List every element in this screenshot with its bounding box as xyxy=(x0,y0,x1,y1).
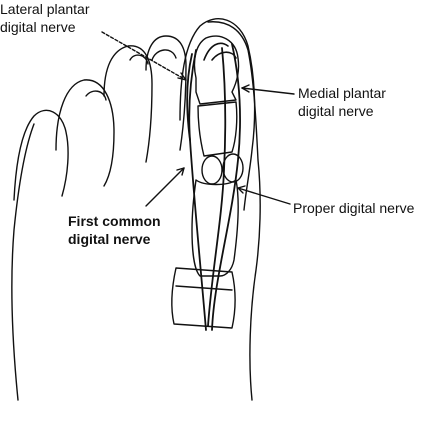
label-medial-line2: digital nerve xyxy=(298,103,374,119)
leader-first-common xyxy=(145,167,185,207)
label-first-line2: digital nerve xyxy=(68,231,151,247)
cuneiform-joint xyxy=(175,285,233,291)
label-lateral-plantar-digital-nerve: Lateral plantar digital nerve xyxy=(0,0,90,36)
label-medial-plantar-digital-nerve: Medial plantar digital nerve xyxy=(298,84,386,120)
third-toe-nail xyxy=(129,54,149,65)
medial-cuneiform xyxy=(171,267,236,329)
sesamoid-bone-lateral xyxy=(201,155,223,185)
leader-medial-plantar xyxy=(241,84,295,95)
second-toe xyxy=(145,35,187,151)
nerve-branch-distal xyxy=(203,42,237,61)
label-first-common-digital-nerve: First common digital nerve xyxy=(68,212,161,248)
label-medial-line1: Medial plantar xyxy=(298,85,386,101)
label-lateral-line2: digital nerve xyxy=(0,19,76,35)
big-toe-outline xyxy=(179,18,256,211)
label-proper-digital-nerve: Proper digital nerve xyxy=(293,199,414,217)
fourth-toe-nail xyxy=(85,90,107,101)
first-common-digital-nerve xyxy=(188,49,207,331)
lateral-plantar-digital-nerve xyxy=(186,53,193,141)
leader-lateral-plantar xyxy=(101,31,187,81)
foot-outline xyxy=(11,21,261,401)
label-proper-line1: Proper digital nerve xyxy=(293,200,415,216)
sesamoid-bone-medial xyxy=(222,153,244,183)
second-toe-nail xyxy=(151,49,177,61)
label-first-line1: First common xyxy=(68,213,161,229)
little-toe xyxy=(13,109,69,201)
medial-plantar-digital-nerve xyxy=(211,43,241,331)
proper-digital-nerve xyxy=(207,47,227,327)
fourth-toe xyxy=(55,79,115,187)
leader-proper-digital xyxy=(237,185,291,205)
label-lateral-line1: Lateral plantar xyxy=(0,1,90,17)
proximal-phalanx xyxy=(197,101,238,157)
